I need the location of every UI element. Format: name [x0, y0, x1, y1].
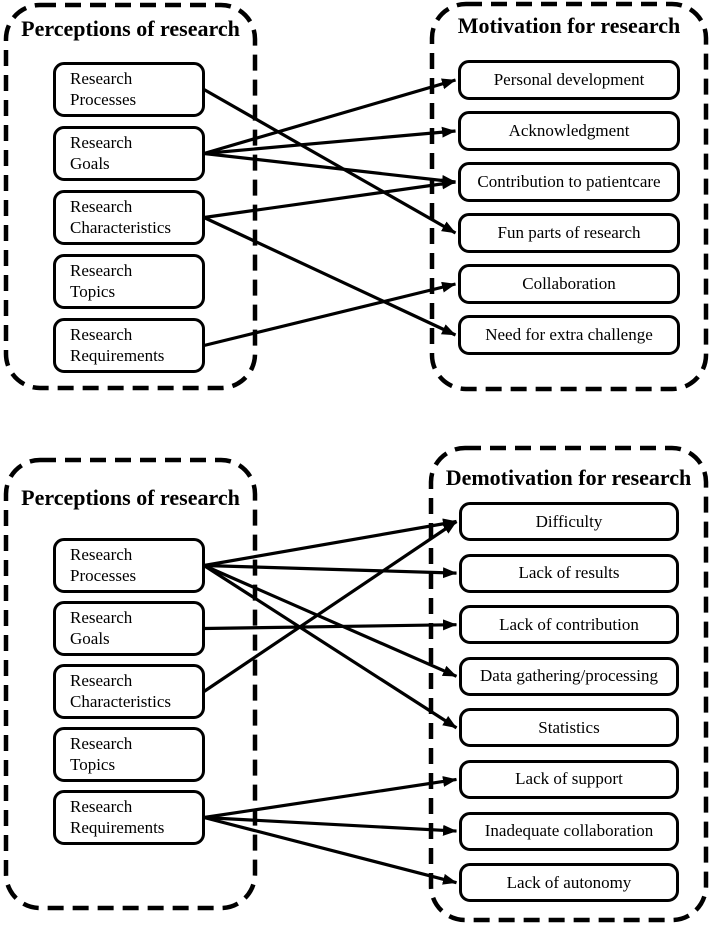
perception-label: Research Characteristics: [70, 196, 172, 237]
perception-box: Research Goals: [53, 601, 205, 656]
perception-label: Research Requirements: [70, 324, 165, 365]
perception-column-top: Research Processes Research Goals Resear…: [53, 62, 205, 373]
demotivation-box: Statistics: [459, 708, 679, 748]
perception-box: Research Characteristics: [53, 190, 205, 245]
demotivation-box: Difficulty: [459, 502, 679, 541]
demotivation-label: Lack of results: [518, 563, 620, 583]
motivation-label: Contribution to patientcare: [477, 172, 661, 191]
motivation-column: Personal development Acknowledgment Cont…: [458, 60, 680, 355]
demotivation-label: Inadequate collaboration: [484, 821, 654, 841]
perception-box: Research Topics: [53, 254, 205, 309]
demotivation-box: Lack of autonomy: [459, 863, 679, 903]
perception-box: Research Goals: [53, 126, 205, 181]
demotivation-label: Lack of autonomy: [506, 872, 632, 892]
motivation-box: Personal development: [458, 60, 680, 100]
motivation-box: Collaboration: [458, 264, 680, 304]
perception-box: Research Characteristics: [53, 664, 205, 719]
demotivation-label: Difficulty: [535, 511, 603, 531]
perception-label: Research Processes: [70, 544, 137, 585]
motivation-label: Collaboration: [522, 274, 616, 293]
perception-label: Research Characteristics: [70, 670, 172, 711]
perception-label: Research Goals: [70, 607, 133, 648]
perception-box: Research Processes: [53, 62, 205, 117]
motivation-label: Need for extra challenge: [485, 325, 653, 344]
demotivation-box: Data gathering/processing: [459, 656, 679, 696]
demotivation-label: Data gathering/processing: [480, 666, 658, 686]
perception-label: Research Processes: [70, 68, 137, 109]
perception-box: Research Processes: [53, 538, 205, 593]
motivation-label: Acknowledgment: [508, 121, 630, 140]
perception-box: Research Requirements: [53, 318, 205, 373]
demotivation-label: Lack of support: [515, 769, 623, 789]
motivation-box: Contribution to patientcare: [458, 162, 680, 202]
perception-label: Research Topics: [70, 260, 133, 301]
motivation-label: Fun parts of research: [497, 223, 641, 242]
perception-column-bottom: Research Processes Research Goals Resear…: [53, 538, 205, 845]
panel-title-demotivation: Demotivation for research: [445, 465, 692, 490]
perception-box: Research Requirements: [53, 790, 205, 845]
panel-title-perceptions-bottom: Perceptions of research: [21, 485, 240, 510]
demotivation-label: Statistics: [538, 717, 600, 737]
demotivation-box: Lack of contribution: [459, 605, 679, 645]
perception-label: Research Topics: [70, 733, 133, 774]
motivation-box: Fun parts of research: [458, 213, 680, 253]
motivation-box: Need for extra challenge: [458, 315, 680, 355]
motivation-box: Acknowledgment: [458, 111, 680, 151]
demotivation-column: Difficulty Lack of results Lack of contr…: [459, 502, 679, 903]
panel-title-motivation: Motivation for research: [457, 13, 681, 38]
perception-label: Research Goals: [70, 132, 133, 173]
perception-label: Research Requirements: [70, 796, 165, 837]
demotivation-box: Inadequate collaboration: [459, 811, 679, 851]
perception-box: Research Topics: [53, 727, 205, 782]
demotivation-box: Lack of results: [459, 553, 679, 593]
demotivation-box: Lack of support: [459, 759, 679, 799]
motivation-label: Personal development: [493, 70, 645, 89]
panel-title-perceptions-top: Perceptions of research: [21, 16, 240, 41]
demotivation-label: Lack of contribution: [499, 614, 639, 634]
